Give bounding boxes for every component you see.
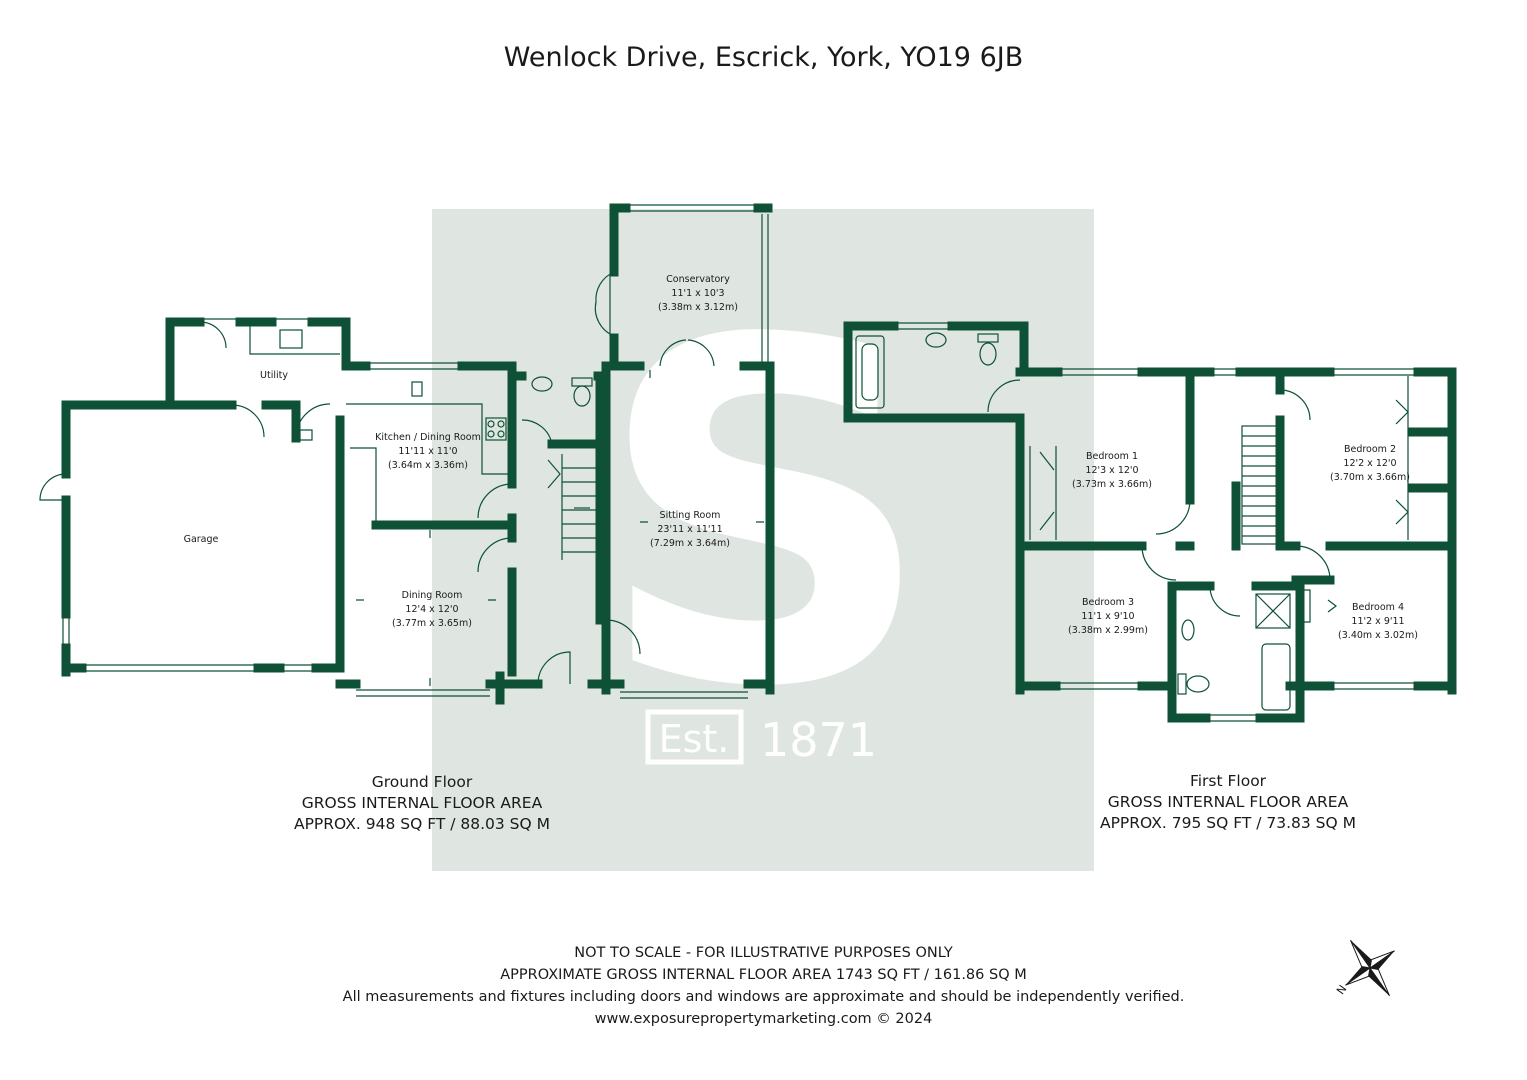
room-name: Dining Room — [402, 590, 463, 601]
page-title: Wenlock Drive, Escrick, York, YO19 6JB — [503, 42, 1024, 73]
room-imperial: 11'2 x 9'11 — [1351, 616, 1404, 627]
first-floor-room-labels: Bedroom 1 12'3 x 12'0 (3.73m x 3.66m) Be… — [1068, 444, 1418, 641]
first-floor-area-label: GROSS INTERNAL FLOOR AREA — [1107, 793, 1349, 811]
room-metric: (3.64m x 3.36m) — [388, 460, 468, 471]
room-metric: (3.38m x 2.99m) — [1068, 625, 1148, 636]
copyright-link[interactable]: www.exposurepropertymarketing.com © 2024 — [594, 1011, 933, 1027]
ground-floor-caption: Ground Floor GROSS INTERNAL FLOOR AREA A… — [272, 772, 572, 835]
watermark-est-box — [645, 709, 744, 765]
footer-notes: NOT TO SCALE - FOR ILLUSTRATIVE PURPOSES… — [0, 942, 1527, 1030]
room-name: Bedroom 1 — [1086, 451, 1138, 462]
room-metric: (3.70m x 3.66m) — [1330, 472, 1410, 483]
room-imperial: 23'11 x 11'11 — [657, 524, 722, 535]
room-name: Utility — [260, 370, 288, 381]
watermark-year: 1871 — [760, 713, 877, 767]
compass-icon — [1345, 939, 1395, 997]
room-name: Bedroom 2 — [1344, 444, 1396, 455]
room-imperial: 11'1 x 9'10 — [1081, 611, 1134, 622]
first-floor-walls — [843, 321, 1457, 723]
disclaimer-scale: NOT TO SCALE - FOR ILLUSTRATIVE PURPOSES… — [574, 945, 953, 961]
ground-floor-room-labels: Conservatory 11'1 x 10'3 (3.38m x 3.12m)… — [184, 274, 738, 629]
room-metric: (7.29m x 3.64m) — [650, 538, 730, 549]
ground-floor-area: APPROX. 948 SQ FT / 88.03 SQ M — [293, 815, 551, 833]
room-name: Bedroom 3 — [1082, 597, 1134, 608]
room-imperial: 12'3 x 12'0 — [1085, 465, 1138, 476]
room-name: Conservatory — [666, 274, 730, 285]
first-floor-details — [855, 322, 1418, 722]
total-area: APPROXIMATE GROSS INTERNAL FLOOR AREA 17… — [500, 967, 1027, 983]
room-imperial: 11'1 x 10'3 — [671, 288, 724, 299]
room-imperial: 12'4 x 12'0 — [405, 604, 458, 615]
ground-floor-name: Ground Floor — [371, 773, 473, 791]
ground-floor-details — [39, 204, 769, 699]
first-floor-caption: First Floor GROSS INTERNAL FLOOR AREA AP… — [1078, 771, 1378, 834]
room-metric: (3.77m x 3.65m) — [392, 618, 472, 629]
room-name: Garage — [184, 534, 219, 545]
room-imperial: 12'2 x 12'0 — [1343, 458, 1396, 469]
watermark-est: Est. — [659, 717, 730, 761]
first-floor-name: First Floor — [1189, 772, 1267, 790]
ground-floor-walls — [61, 203, 775, 705]
room-name: Bedroom 4 — [1352, 602, 1404, 613]
room-metric: (3.38m x 3.12m) — [658, 302, 738, 313]
disclaimer-measurements: All measurements and fixtures including … — [342, 989, 1185, 1005]
room-metric: (3.73m x 3.66m) — [1072, 479, 1152, 490]
ground-floor-area-label: GROSS INTERNAL FLOOR AREA — [301, 794, 543, 812]
room-name: Kitchen / Dining Room — [375, 432, 481, 443]
room-name: Sitting Room — [660, 510, 721, 521]
watermark-panel — [432, 209, 1094, 871]
first-floor-area: APPROX. 795 SQ FT / 73.83 SQ M — [1099, 814, 1357, 832]
room-imperial: 11'11 x 11'0 — [398, 446, 457, 457]
room-metric: (3.40m x 3.02m) — [1338, 630, 1418, 641]
